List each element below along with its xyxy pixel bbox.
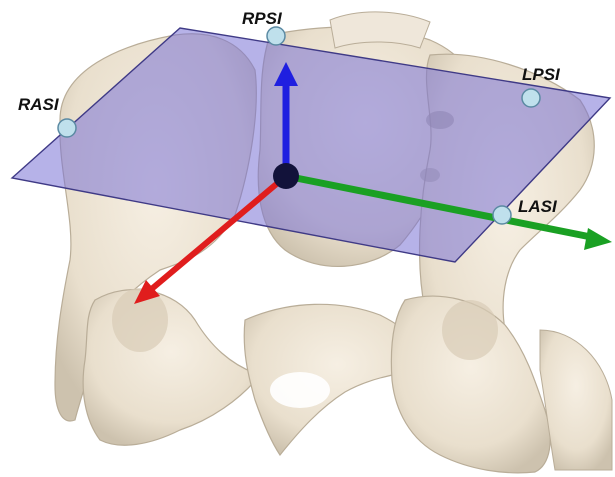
lpsi-label: LPSI [522,65,561,84]
obturator-foramen [270,372,330,408]
lasi-label: LASI [518,197,558,216]
lasi-marker [493,206,511,224]
acetabulum-left [442,300,498,360]
rpsi-marker [267,27,285,45]
axis-y-arrowhead [584,228,612,250]
femur-stub [540,330,612,470]
rpsi-label: RPSI [242,9,283,28]
rasi-label: RASI [18,95,60,114]
origin-point [273,163,299,189]
right-ischium [83,290,260,446]
lpsi-marker [522,89,540,107]
rasi-marker [58,119,76,137]
